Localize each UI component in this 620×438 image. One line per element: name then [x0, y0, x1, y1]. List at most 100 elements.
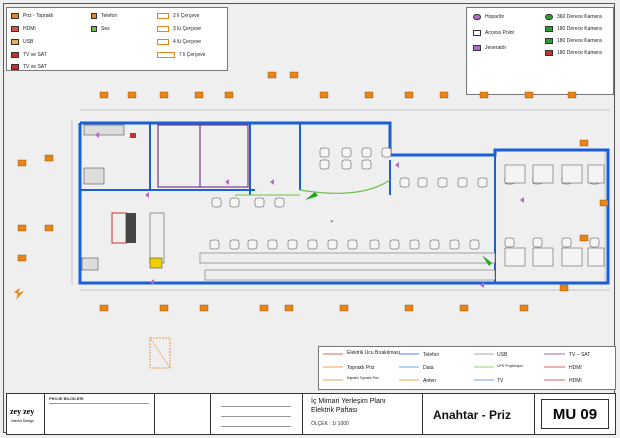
legend-label: Elektrik Ucu Bırakılması	[347, 350, 401, 356]
legend-label: TV	[497, 378, 504, 384]
brand-subtitle: Interior Design	[11, 419, 34, 423]
legend-label: 3 lü Çerçeve	[173, 25, 202, 32]
socket-icon	[224, 91, 234, 99]
legend-label: HDMI	[23, 25, 36, 32]
chair-icon	[211, 197, 222, 208]
socket-icon	[267, 71, 277, 79]
notes-cell	[155, 394, 211, 434]
socket-icon	[44, 224, 54, 232]
socket-icon	[99, 304, 109, 312]
socket-icon	[159, 91, 169, 99]
legend-item: USB	[11, 37, 33, 46]
sound-icon	[91, 25, 97, 32]
chair-icon	[449, 239, 460, 250]
legend-item: 4 lü Çerçeve	[157, 37, 201, 46]
legend-item: 3 lü Çerçeve	[157, 24, 201, 33]
chair-icon	[457, 177, 468, 188]
speaker-icon	[270, 179, 274, 185]
legend-item: 2 li Çerçeve	[157, 11, 199, 20]
speaker-icon	[225, 179, 229, 185]
legend-item: 7 li Çerçeve	[157, 50, 205, 59]
socket-icon	[559, 284, 569, 292]
legend-label: Telefon	[423, 352, 440, 358]
legend-label: 4 lü Çerçeve	[173, 38, 202, 45]
camera-180-icon	[545, 37, 553, 44]
legend-label: HDMI	[569, 378, 582, 384]
speaker-icon	[95, 132, 99, 138]
frame-7-icon	[157, 51, 175, 58]
chair-icon	[589, 237, 600, 248]
legend-label: Access Point	[485, 29, 514, 36]
socket-icon	[159, 304, 169, 312]
legend-label: 7 li Çerçeve	[179, 51, 206, 58]
socket-icon	[199, 304, 209, 312]
legend-label: Telefon	[101, 12, 118, 19]
speaker-icon	[480, 282, 484, 288]
socket-icon	[579, 234, 589, 242]
legend-label: Topraklı Priz	[347, 365, 375, 371]
chair-icon	[247, 239, 258, 250]
legend-item: Ses	[91, 24, 110, 33]
chair-icon	[409, 239, 420, 250]
legend-item: Priz - Topraklı	[11, 11, 53, 20]
title-block: zey zey Interior Design PROJE BİLGİLERİ …	[6, 393, 616, 435]
tables-right	[504, 164, 605, 267]
socket-icon	[579, 139, 589, 147]
socket-icon	[599, 199, 609, 207]
legend-label: 360 Derece Kamera	[557, 13, 602, 20]
speaker-icon	[150, 279, 154, 285]
legend-label: Hoparlör	[485, 13, 505, 20]
frame-3-icon	[157, 25, 169, 32]
speakers	[95, 132, 524, 288]
plan-scale: ÖLÇEK : 1/ 1000	[311, 421, 349, 427]
legend-label: 180 Derece Kamera	[557, 49, 602, 56]
legend-bottom: Elektrik Ucu Bırakılması Telefon USB TV …	[318, 346, 616, 390]
chair-icon	[287, 239, 298, 250]
chair-icon	[381, 147, 392, 158]
sockets	[17, 71, 609, 312]
chair-icon	[477, 177, 488, 188]
socket-icon	[404, 91, 414, 99]
socket-icon	[17, 159, 27, 167]
access-point-icon	[473, 29, 481, 36]
legend-bottom-symbols	[323, 353, 565, 381]
generator-icon	[473, 44, 481, 51]
socket-icon	[319, 91, 329, 99]
chair-icon	[361, 147, 372, 158]
socket-icon	[259, 304, 269, 312]
bar-counter	[299, 179, 391, 194]
socket-icon	[17, 224, 27, 232]
legend-item: HDMI	[11, 24, 36, 33]
chair-icon	[267, 239, 278, 250]
chair-icon	[417, 177, 428, 188]
sheet-name-cell: Anahtar - Priz	[423, 394, 535, 434]
chair-icon	[504, 237, 515, 248]
legend-label: USB	[23, 38, 34, 45]
socket-icon	[17, 254, 27, 262]
socket-icon	[127, 91, 137, 99]
legend-item: Access Point	[473, 28, 514, 37]
chair-icon	[399, 177, 410, 188]
chair-icon	[429, 239, 440, 250]
chair-icon	[532, 237, 543, 248]
chair-icon	[469, 239, 480, 250]
legend-label: Data	[423, 365, 434, 371]
chair-icon	[274, 197, 285, 208]
chair-icon	[327, 239, 338, 250]
legend-label: USB	[497, 352, 508, 358]
socket-icon	[289, 71, 299, 79]
chair-icon	[361, 159, 372, 170]
plan-title-cell: İç Mimari Yerleşim Planı Elektrik Paftas…	[303, 394, 423, 434]
project-info-heading: PROJE BİLGİLERİ	[49, 396, 84, 401]
legend-top-right: Hoparlör Access Point Jeneratör 360 Dere…	[466, 7, 614, 95]
riser-box	[149, 337, 171, 369]
tv-sat-icon	[11, 63, 19, 70]
usb-icon	[11, 38, 19, 45]
legend-item: Jeneratör	[473, 43, 506, 52]
chair-icon	[254, 197, 265, 208]
chair-icon	[561, 237, 572, 248]
socket-icon	[284, 304, 294, 312]
cameras	[305, 192, 492, 266]
socket-icon	[44, 154, 54, 162]
